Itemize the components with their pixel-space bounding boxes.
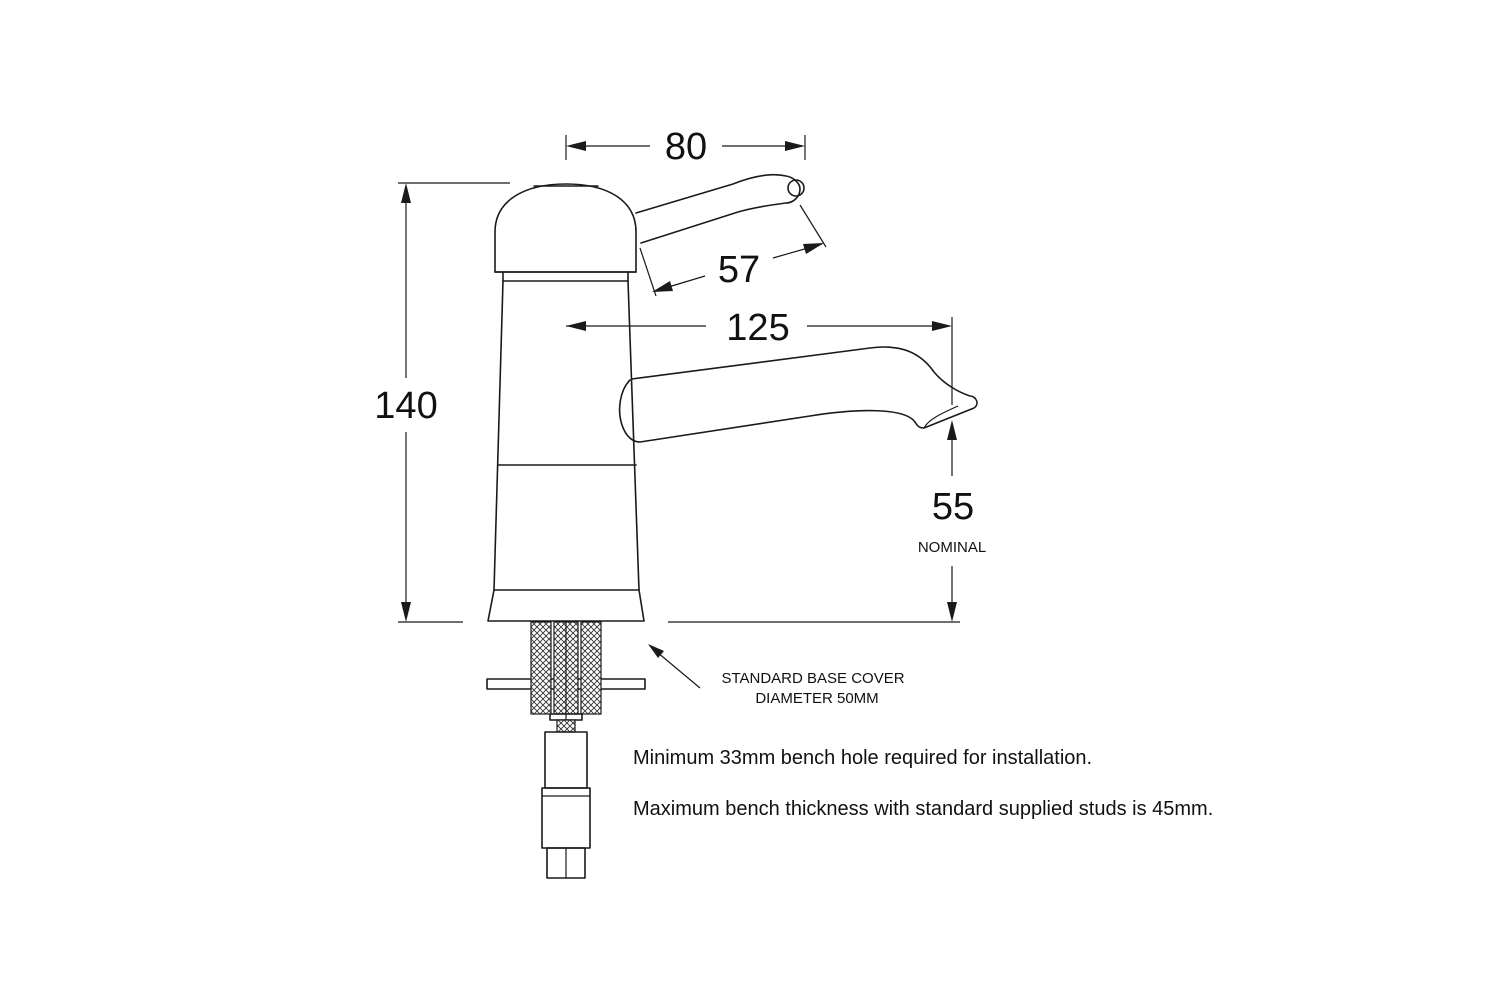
arrow-57-left [652,281,673,292]
arrow-80-right [785,141,805,151]
arrow-125-right [932,321,952,331]
tap-body [493,280,640,591]
lever-handle [635,173,801,244]
note-bench-thickness: Maximum bench thickness with standard su… [633,798,1214,820]
callout-arrow [648,644,664,658]
dim-spout-height-note: NOMINAL [918,539,986,556]
arrow-55-bottom [947,602,957,622]
callout-line-1: STANDARD BASE COVER [721,670,904,687]
tap-outline [487,173,978,622]
arrow-57-right [803,243,824,254]
dim-overall-height: 140 [374,385,437,427]
arrow-80-left [566,141,586,151]
fixing-assembly [486,621,646,879]
dim-spout-height: 55 [932,486,974,528]
dim-lever-length: 57 [718,249,760,291]
arrow-125-left [566,321,586,331]
dim-spout-reach: 125 [726,307,789,349]
spout [618,346,978,443]
base-flange [487,589,645,622]
handle-dome [494,183,637,273]
flexi-connector [544,731,588,789]
arrow-140-top [401,183,411,203]
dimension-lines [398,135,960,689]
dim-handle-width: 80 [665,126,707,168]
note-bench-hole: Minimum 33mm bench hole required for ins… [633,747,1093,769]
arrow-55-top [947,420,957,440]
arrow-140-bottom [401,602,411,622]
callout-line-2: DIAMETER 50MM [755,690,878,707]
